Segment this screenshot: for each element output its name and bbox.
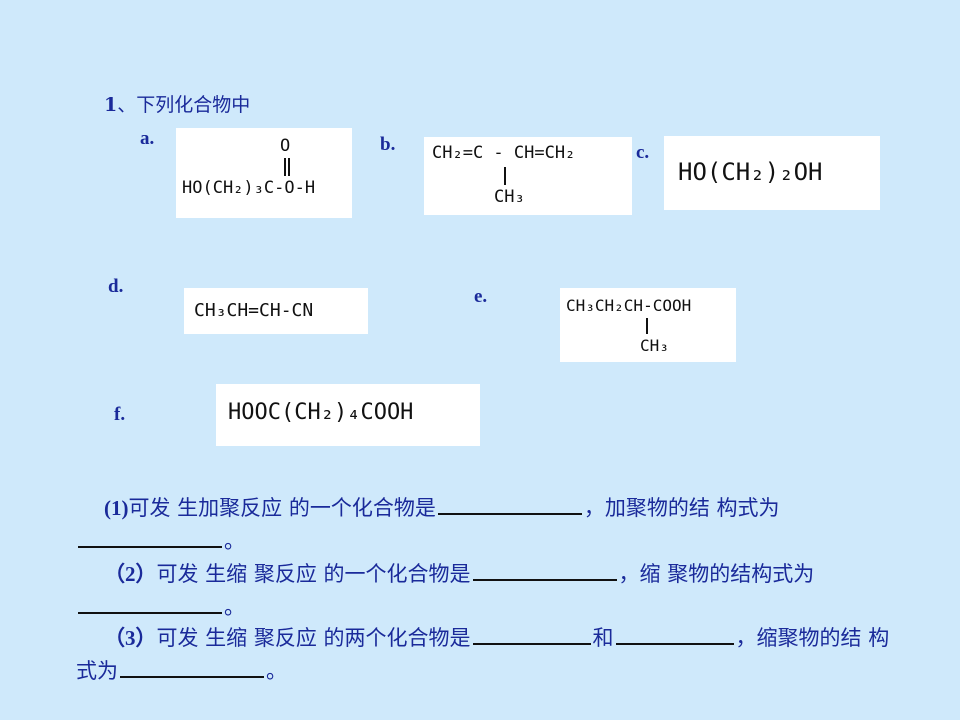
q3-text-1: 可发 生缩 聚反应 的两个化合物是 bbox=[156, 626, 471, 650]
q1-text-1: 可发 生加聚反应 的一个化合物是 bbox=[128, 496, 436, 520]
q2-blank-compound[interactable] bbox=[472, 578, 617, 581]
compound-a-double-bond bbox=[284, 158, 290, 176]
question-3: （3）可发 生缩 聚反应 的两个化合物是 和，缩聚物的结 构式为。 bbox=[76, 622, 896, 688]
label-b: b. bbox=[380, 134, 396, 155]
q3-end: 。 bbox=[266, 659, 287, 683]
compound-b-box: CH₂=C - CH=CH₂ CH₃ bbox=[424, 137, 632, 215]
q3-blank-compound-2[interactable] bbox=[615, 642, 734, 645]
label-c: c. bbox=[636, 142, 650, 163]
q2-number: （2） bbox=[104, 562, 157, 586]
q3-text-2: ，缩聚物的结 构式为 bbox=[76, 626, 890, 683]
q2-text-1: 可发 生缩 聚反应 的一个化合物是 bbox=[156, 562, 471, 586]
q1-text-2: ，加聚物的结 构式为 bbox=[583, 496, 780, 520]
compound-a-box: O HO(CH₂)₃C-O-H bbox=[176, 128, 352, 218]
q1-blank-compound[interactable] bbox=[437, 512, 582, 515]
compound-d-box: CH₃CH=CH-CN bbox=[184, 288, 368, 334]
q1-number: (1) bbox=[104, 496, 129, 520]
compound-c-formula: HO(CH₂)₂OH bbox=[678, 158, 823, 186]
compound-f-formula: HOOC(CH₂)₄COOH bbox=[228, 400, 414, 425]
label-f: f. bbox=[114, 404, 126, 425]
compound-a-formula: HO(CH₂)₃C-O-H bbox=[182, 178, 316, 198]
label-a: a. bbox=[140, 128, 155, 149]
compound-d-formula: CH₃CH=CH-CN bbox=[194, 300, 314, 321]
q3-and: 和 bbox=[592, 626, 614, 650]
question-heading: 、下列化合物中 bbox=[117, 94, 251, 116]
q3-blank-structure[interactable] bbox=[120, 675, 264, 678]
q3-blank-compound-1[interactable] bbox=[472, 642, 591, 645]
compound-e-bond bbox=[646, 318, 648, 334]
label-d: d. bbox=[108, 276, 124, 297]
q1-blank-structure[interactable] bbox=[78, 545, 222, 548]
q2-text-2: ，缩 聚物的结构式为 bbox=[618, 562, 815, 586]
q2-end: 。 bbox=[224, 595, 245, 619]
q2-blank-structure[interactable] bbox=[78, 611, 222, 614]
question-title: 1、下列化合物中 bbox=[104, 90, 250, 117]
compound-e-formula: CH₃CH₂CH-COOH bbox=[566, 296, 692, 315]
question-2: （2）可发 生缩 聚反应 的一个化合物是 ，缩 聚物的结构式为。 bbox=[76, 558, 896, 624]
compound-f-box: HOOC(CH₂)₄COOH bbox=[216, 384, 480, 446]
compound-c-box: HO(CH₂)₂OH bbox=[664, 136, 880, 210]
question-1: (1)可发 生加聚反应 的一个化合物是 ，加聚物的结 构式为 。 bbox=[76, 492, 896, 558]
compound-b-methyl: CH₃ bbox=[494, 187, 525, 207]
compound-a-carbonyl-o: O bbox=[280, 136, 291, 156]
label-e: e. bbox=[474, 286, 488, 307]
compound-b-bond bbox=[504, 167, 506, 185]
q1-end: 。 bbox=[224, 529, 245, 553]
compound-e-box: CH₃CH₂CH-COOH CH₃ bbox=[560, 288, 736, 362]
compound-b-formula: CH₂=C - CH=CH₂ bbox=[432, 143, 576, 163]
q3-number: （3） bbox=[104, 626, 157, 650]
question-number: 1 bbox=[104, 94, 118, 116]
compound-e-methyl: CH₃ bbox=[640, 336, 669, 355]
